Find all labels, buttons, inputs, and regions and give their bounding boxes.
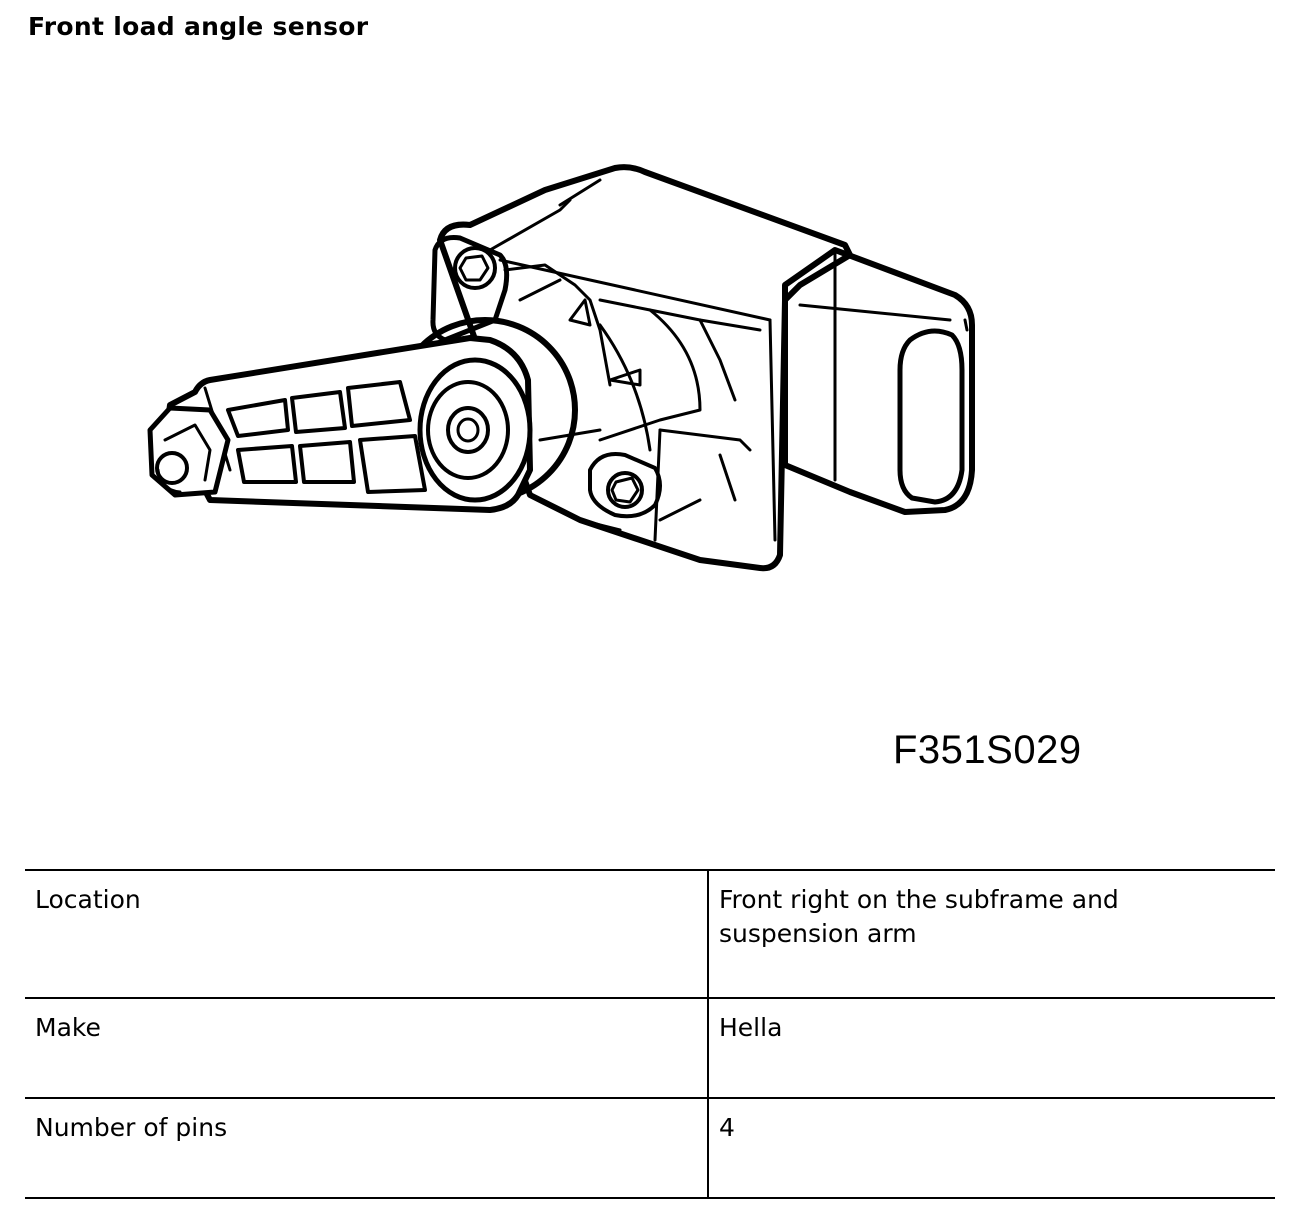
load-angle-sensor-illustration	[147, 164, 975, 572]
figure-code: F351S029	[893, 728, 1082, 772]
spec-value: Front right on the subframe and suspensi…	[708, 869, 1275, 999]
page-title: Front load angle sensor	[28, 12, 369, 41]
spec-label: Make	[25, 997, 709, 1099]
table-row: Number of pins 4	[25, 1097, 1275, 1199]
spec-value: Hella	[708, 997, 1275, 1099]
spec-label: Number of pins	[25, 1097, 709, 1199]
spec-value: 4	[708, 1097, 1275, 1199]
table-row: Location Front right on the subframe and…	[25, 869, 1275, 999]
table-row: Make Hella	[25, 997, 1275, 1099]
spec-label: Location	[25, 869, 709, 999]
spec-table: Location Front right on the subframe and…	[25, 869, 1275, 1199]
